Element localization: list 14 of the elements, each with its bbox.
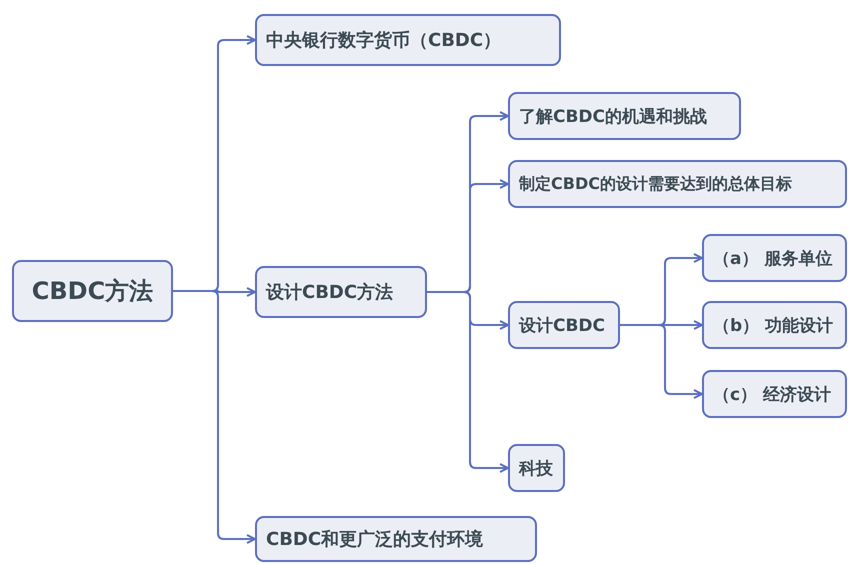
connector-arrow [620, 324, 703, 399]
topic-box: 制定CBDC的设计需要达到的总体目标 [508, 160, 847, 208]
connector-arrow [427, 291, 509, 473]
topic-box: （c） 经济设计 [702, 370, 847, 418]
topic-box: 科技 [508, 444, 565, 492]
topic-box: 了解CBDC的机遇和挑战 [508, 92, 741, 140]
topic-box: CBDC和更广泛的支付环境 [255, 516, 537, 562]
topic-box: 中央银行数字货币（CBDC） [255, 14, 561, 66]
topic-box: 设计CBDC [508, 301, 620, 349]
topic-box: 设计CBDC方法 [255, 266, 427, 318]
topic-box: CBDC方法 [12, 260, 173, 322]
connector-arrow [173, 290, 256, 544]
topic-box: （b） 功能设计 [702, 301, 847, 349]
topic-box: （a） 服务单位 [702, 234, 847, 282]
